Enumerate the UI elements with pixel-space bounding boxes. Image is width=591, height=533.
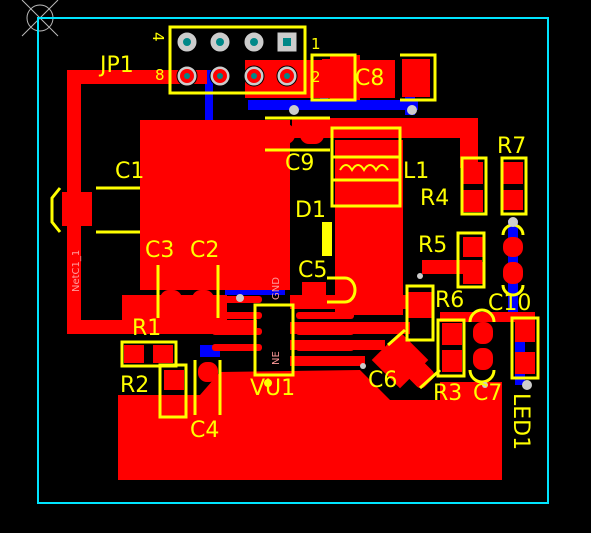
r6-label: R6: [435, 288, 464, 313]
jp1-pin4-mark: 4: [149, 32, 167, 42]
l1-label: L1: [403, 159, 429, 184]
led1-label: LED1: [508, 393, 533, 450]
r5-label: R5: [418, 233, 447, 258]
jp1-pin2-mark: 2: [311, 68, 321, 86]
c6-label: C6: [368, 368, 397, 393]
r4-label: R4: [420, 186, 449, 211]
pads: [62, 59, 535, 412]
net-ne-label: NE: [271, 351, 282, 365]
silkscreen-outlines: [50, 53, 540, 419]
jp1-pin1-mark: 1: [311, 35, 321, 53]
r7-label: R7: [497, 134, 526, 159]
r3-label: R3: [433, 381, 462, 406]
c4-label: C4: [190, 418, 219, 443]
jp1-header[interactable]: [168, 25, 307, 95]
c3-label: C3: [145, 238, 174, 263]
d1-label: D1: [295, 198, 326, 223]
c5-label: C5: [298, 258, 327, 283]
c8-label: C8: [355, 66, 384, 91]
d1-pad: [292, 222, 322, 256]
board-outline: [37, 17, 549, 504]
c1-label: C1: [115, 159, 144, 184]
vias: [236, 105, 532, 390]
d1-cathode-bar: [322, 222, 332, 256]
jp1-pin8-mark: 8: [155, 66, 165, 84]
c2-label: C2: [190, 238, 219, 263]
r1-label: R1: [132, 316, 161, 341]
c10-label: C10: [488, 291, 531, 316]
c7-label: C7: [473, 381, 502, 406]
net-gnd-label: GND: [271, 277, 282, 300]
vu1-label: VU1: [250, 376, 295, 401]
designator-labels: JP1 C8 C1 C9 L1 R7 R4 D1 R5 C3 C2 C5 R6 …: [98, 53, 533, 450]
net-c1-label: NetC1_1: [71, 250, 82, 292]
c9-label: C9: [285, 151, 314, 176]
net-labels: GND NE NetC1_1: [71, 250, 282, 365]
inductor-coil-icon: [339, 164, 389, 172]
r2-label: R2: [120, 373, 149, 398]
pin-marks: 4 8 1 2: [149, 32, 321, 86]
jp1-label: JP1: [98, 53, 134, 78]
